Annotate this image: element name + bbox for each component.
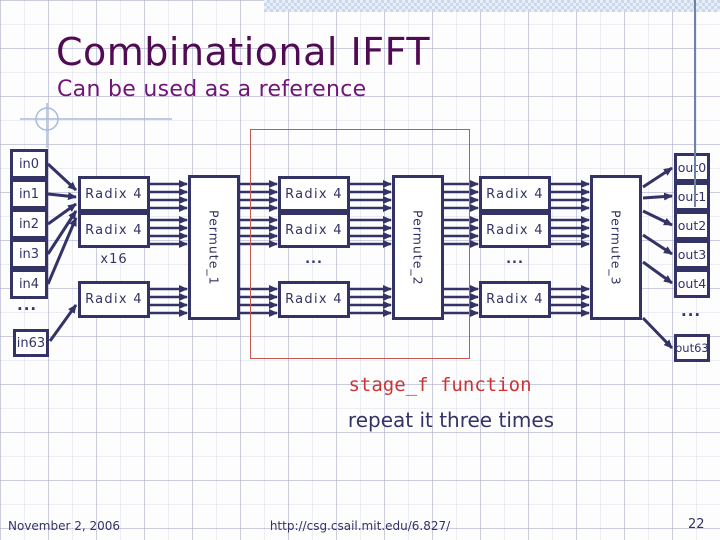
stage2-radix-bottom-box: Radix 4 bbox=[278, 281, 350, 318]
radix-label: Radix 4 bbox=[285, 186, 343, 202]
permute1-box: Permute_1 bbox=[188, 175, 240, 320]
stage1-radix-mid-box: Radix 4 bbox=[78, 212, 150, 248]
output-label: out0 bbox=[677, 160, 707, 175]
slide-title: Combinational IFFT bbox=[56, 30, 431, 74]
radix-label: Radix 4 bbox=[85, 222, 143, 238]
radix-label: Radix 4 bbox=[486, 186, 544, 202]
permute3-box: Permute_3 bbox=[590, 175, 642, 320]
input-label: in4 bbox=[18, 276, 40, 292]
inputs-ellipsis: ... bbox=[17, 296, 38, 314]
output-label: out2 bbox=[677, 218, 707, 233]
input-box-in2: in2 bbox=[10, 209, 48, 239]
output-label: out3 bbox=[677, 247, 707, 262]
stage-f-function-label: stage_f function bbox=[348, 374, 532, 396]
stage1-radix-top-box: Radix 4 bbox=[78, 176, 150, 212]
stage1-radix-bottom-box: Radix 4 bbox=[78, 281, 150, 318]
output-box-out63: out63 bbox=[674, 334, 710, 362]
output-box-out4: out4 bbox=[674, 269, 710, 298]
input-label: in3 bbox=[18, 246, 40, 262]
stage1-x16-label: x16 bbox=[100, 252, 128, 267]
output-label: out63 bbox=[675, 341, 709, 355]
output-box-out1: out1 bbox=[674, 182, 710, 211]
radix-label: Radix 4 bbox=[85, 292, 143, 307]
input-box-in0: in0 bbox=[10, 149, 48, 179]
permute3-label: Permute_3 bbox=[608, 209, 624, 286]
repeat-three-times-label: repeat it three times bbox=[347, 408, 555, 432]
stage2-radix-mid-box: Radix 4 bbox=[278, 212, 350, 248]
output-box-out2: out2 bbox=[674, 211, 710, 240]
output-box-out0: out0 bbox=[674, 153, 710, 182]
output-label: out1 bbox=[677, 189, 707, 204]
radix-label: Radix 4 bbox=[85, 186, 143, 202]
input-label: in2 bbox=[18, 216, 40, 232]
footer-page-number: 22 bbox=[688, 517, 705, 532]
radix-label: Radix 4 bbox=[486, 222, 544, 238]
stage3-radix-mid-box: Radix 4 bbox=[479, 212, 551, 248]
stage-highlight-rectangle bbox=[250, 129, 470, 359]
stage2-radix-top-box: Radix 4 bbox=[278, 176, 350, 212]
radix-label: Radix 4 bbox=[285, 222, 343, 238]
permute2-box: Permute_2 bbox=[392, 175, 444, 320]
outputs-ellipsis: ... bbox=[681, 302, 702, 320]
input-label: in1 bbox=[18, 186, 40, 202]
vertical-accent-line bbox=[694, 0, 696, 207]
input-label: in63 bbox=[16, 335, 46, 351]
footer-url: http://csg.csail.mit.edu/6.827/ bbox=[269, 519, 451, 533]
footer-date: November 2, 2006 bbox=[8, 519, 121, 533]
permute1-label: Permute_1 bbox=[206, 209, 222, 286]
output-box-out3: out3 bbox=[674, 240, 710, 269]
input-box-in3: in3 bbox=[10, 239, 48, 269]
input-box-in63: in63 bbox=[13, 329, 49, 357]
output-label: out4 bbox=[677, 276, 707, 291]
stage3-radix-top-box: Radix 4 bbox=[479, 176, 551, 212]
radix-label: Radix 4 bbox=[486, 292, 544, 307]
slide-subtitle: Can be used as a reference bbox=[57, 77, 367, 102]
compass-decoration bbox=[20, 103, 172, 148]
top-decorative-band bbox=[264, 0, 720, 12]
input-box-in4: in4 bbox=[10, 269, 48, 299]
stage2-ellipsis: ... bbox=[305, 252, 323, 267]
stage3-radix-bottom-box: Radix 4 bbox=[479, 281, 551, 318]
permute2-label: Permute_2 bbox=[410, 209, 426, 286]
stage3-ellipsis: ... bbox=[506, 252, 524, 267]
input-box-in1: in1 bbox=[10, 179, 48, 209]
input-label: in0 bbox=[18, 156, 40, 172]
radix-label: Radix 4 bbox=[285, 292, 343, 307]
